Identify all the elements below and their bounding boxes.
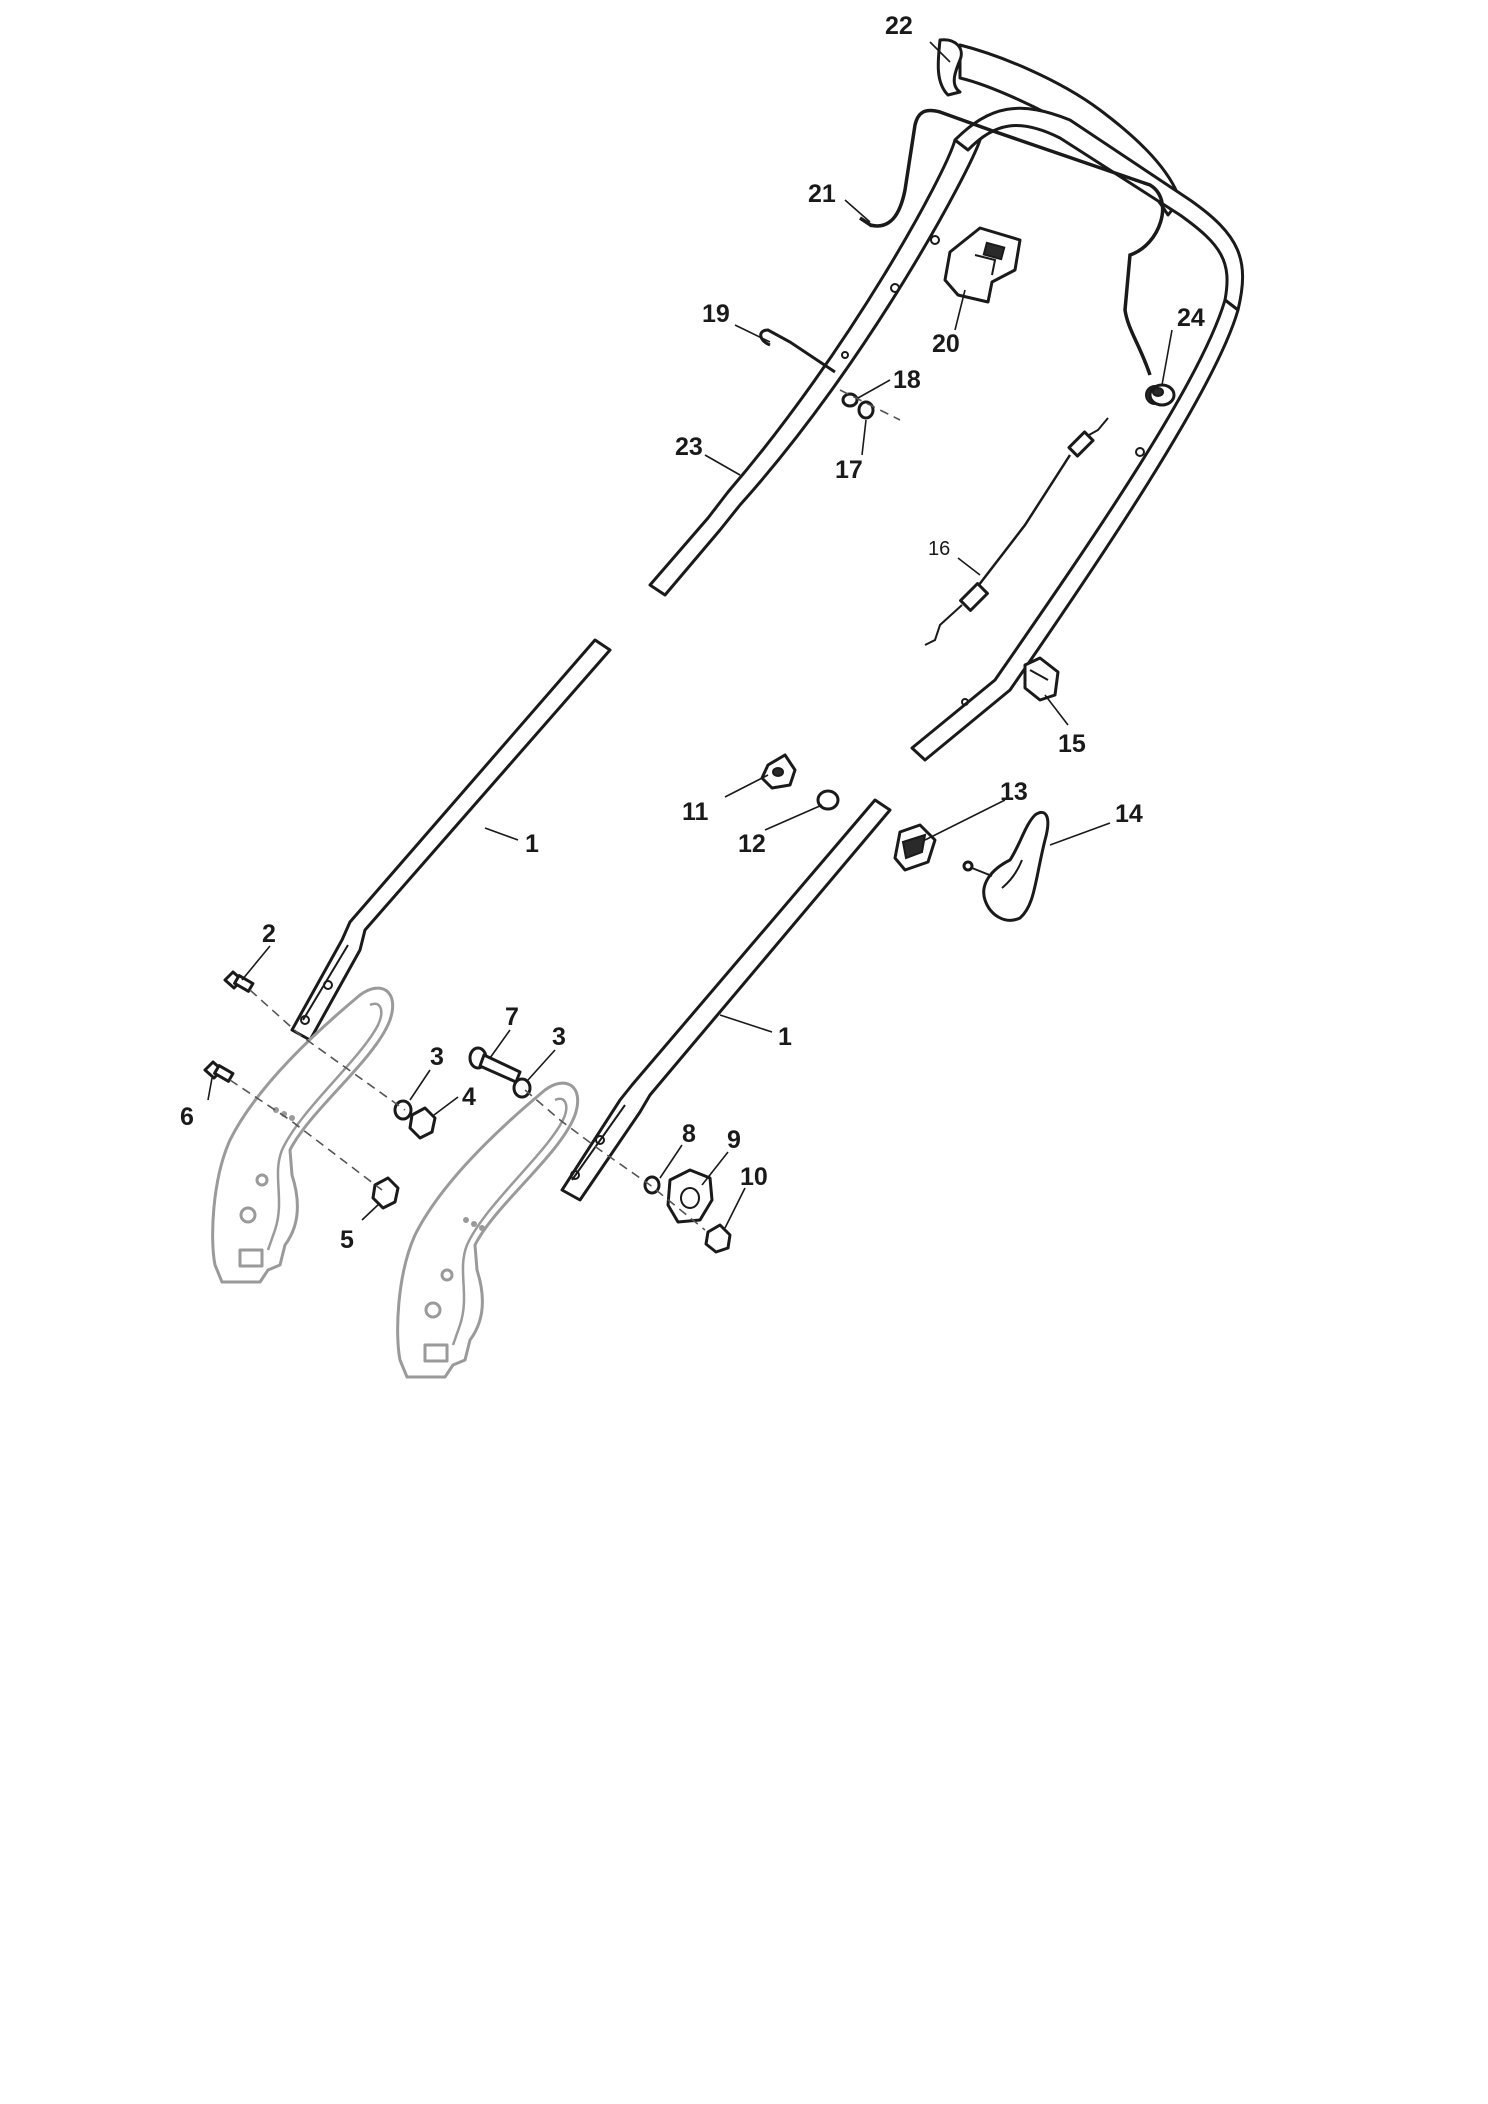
callout-2: 2 (262, 920, 276, 948)
callout-7: 7 (505, 1003, 519, 1031)
callout-11: 11 (682, 798, 709, 826)
part-4-nut (408, 1106, 437, 1140)
callout-1-right: 1 (778, 1023, 792, 1051)
callout-1-left: 1 (525, 830, 539, 858)
part-15-clip (1023, 656, 1060, 702)
callout-20: 20 (932, 330, 960, 358)
part-18-washer (841, 392, 859, 408)
callout-17: 17 (835, 456, 863, 484)
callout-15: 15 (1058, 730, 1086, 758)
leader-lines (207, 41, 1173, 1229)
part-6-bolt (203, 1060, 235, 1083)
callout-8: 8 (682, 1120, 696, 1148)
part-14-lever-knob (962, 810, 1050, 922)
part-17-nut (857, 400, 875, 420)
callout-23: 23 (675, 433, 703, 461)
part-3-washer-right (512, 1077, 532, 1099)
part-9-knob (666, 1168, 714, 1224)
callouts: 22 21 19 18 17 20 24 23 16 15 11 12 13 1… (180, 12, 1205, 1254)
callout-3-right: 3 (552, 1023, 566, 1051)
callout-21: 21 (808, 180, 836, 208)
part-11-flange-nut (760, 753, 797, 790)
part-20-switch-box (943, 226, 1022, 304)
callout-13: 13 (1000, 778, 1028, 806)
callout-3-left: 3 (430, 1043, 444, 1071)
part-5-nut (371, 1176, 400, 1210)
part-16-cable (924, 417, 1109, 646)
part-10-nut (704, 1223, 732, 1254)
callout-12: 12 (738, 830, 766, 858)
upper-handle-frame (648, 106, 1245, 762)
part-12-spacer (816, 789, 840, 811)
assembly-lines (229, 389, 901, 1231)
part-13-cable-guide (893, 823, 937, 872)
callout-19: 19 (702, 300, 730, 328)
callout-16: 16 (928, 538, 950, 560)
callout-14: 14 (1115, 800, 1143, 828)
part-7-bolt (468, 1046, 522, 1084)
right-handle-bracket (396, 1081, 580, 1379)
callout-24: 24 (1177, 304, 1205, 332)
callout-6: 6 (180, 1103, 194, 1131)
part-19-pin (759, 328, 836, 374)
callout-10: 10 (740, 1163, 768, 1191)
part-1-lower-tube-right (560, 798, 892, 1202)
callout-5: 5 (340, 1226, 354, 1254)
part-2-bolt (223, 970, 255, 993)
callout-4: 4 (462, 1083, 476, 1111)
part-8-washer (643, 1175, 661, 1195)
callout-9: 9 (727, 1126, 741, 1154)
part-24-cable-clip (1148, 383, 1176, 407)
part-1-lower-tube-left (290, 638, 612, 1042)
callout-18: 18 (893, 366, 921, 394)
callout-22: 22 (885, 12, 913, 40)
